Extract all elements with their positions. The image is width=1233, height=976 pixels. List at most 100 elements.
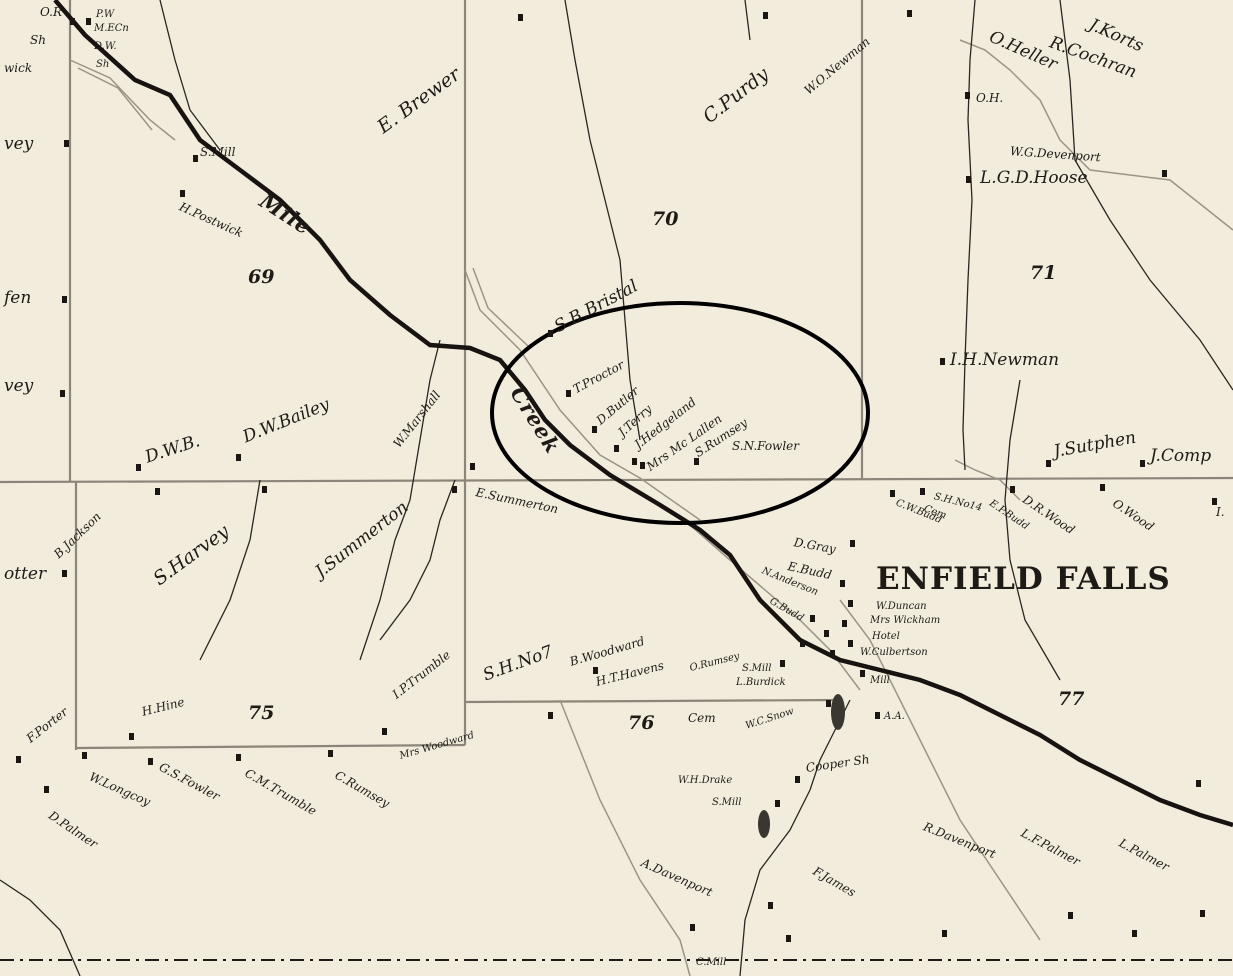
label-cem-bottom: Cem bbox=[688, 711, 716, 725]
building-dot bbox=[920, 488, 925, 495]
highlight-circle bbox=[490, 301, 870, 525]
lot-number-75: 75 bbox=[248, 702, 275, 724]
building-dot bbox=[1068, 912, 1073, 919]
building-dot bbox=[136, 464, 141, 471]
building-dot bbox=[180, 190, 185, 197]
lot-number-71: 71 bbox=[1030, 262, 1057, 284]
building-dot bbox=[44, 786, 49, 793]
building-dot bbox=[810, 615, 815, 622]
building-dot bbox=[848, 600, 853, 607]
building-dot bbox=[1162, 170, 1167, 177]
label-w-h-drake: W.H.Drake bbox=[678, 775, 733, 786]
building-dot bbox=[593, 667, 598, 674]
building-dot bbox=[82, 752, 87, 759]
building-dot bbox=[148, 758, 153, 765]
building-dot bbox=[875, 712, 880, 719]
label-sh2: Sh bbox=[96, 59, 110, 70]
building-dot bbox=[129, 733, 134, 740]
label-dw-top: D.W. bbox=[94, 41, 117, 52]
label-c-mill: C.Mill bbox=[696, 957, 727, 968]
building-dot bbox=[566, 390, 571, 397]
building-dot bbox=[848, 640, 853, 647]
building-dot bbox=[452, 486, 457, 493]
mill-pond bbox=[831, 694, 845, 730]
building-dot bbox=[548, 712, 553, 719]
building-dot bbox=[60, 390, 65, 397]
building-dot bbox=[768, 902, 773, 909]
label-sh: Sh bbox=[30, 33, 46, 47]
building-dot bbox=[1212, 498, 1217, 505]
building-dot bbox=[193, 155, 198, 162]
building-dot bbox=[640, 462, 645, 469]
building-dot bbox=[800, 640, 805, 647]
building-dot bbox=[690, 924, 695, 931]
label-mrs-wickham: Mrs Wickham bbox=[870, 615, 941, 626]
building-dot bbox=[470, 463, 475, 470]
building-dot bbox=[262, 486, 267, 493]
label-w-culbertson: W.Culbertson bbox=[860, 647, 928, 658]
label-s-mill-top: S.Mill bbox=[200, 145, 236, 159]
building-dot bbox=[842, 620, 847, 627]
building-dot bbox=[830, 650, 835, 657]
building-dot bbox=[16, 756, 21, 763]
label-or: O.R bbox=[40, 5, 62, 19]
building-dot bbox=[942, 930, 947, 937]
label-otter: otter bbox=[4, 564, 47, 584]
building-dot bbox=[1140, 460, 1145, 467]
building-dot bbox=[824, 630, 829, 637]
label-lgd-hoose: L.G.D.Hoose bbox=[980, 168, 1088, 188]
label-mill: Mill bbox=[870, 675, 890, 686]
label-s-mill-low: S.Mill bbox=[712, 797, 742, 808]
lot-number-77: 77 bbox=[1058, 688, 1085, 710]
building-dot bbox=[694, 458, 699, 465]
building-dot bbox=[860, 670, 865, 677]
building-dot bbox=[86, 18, 91, 25]
building-dot bbox=[840, 580, 845, 587]
label-s-mill-mid: S.Mill bbox=[742, 663, 772, 674]
building-dot bbox=[592, 426, 597, 433]
building-dot bbox=[786, 935, 791, 942]
label-a-a: A.A. bbox=[884, 711, 905, 722]
label-w-duncan: W.Duncan bbox=[876, 601, 927, 612]
label-s-n-fowler: S.N.Fowler bbox=[732, 439, 799, 453]
lot-number-70: 70 bbox=[652, 208, 679, 230]
label-mecn: M.ECn bbox=[94, 23, 129, 34]
building-dot bbox=[1046, 460, 1051, 467]
label-oh: O.H. bbox=[976, 91, 1004, 105]
building-dot bbox=[1132, 930, 1137, 937]
building-dot bbox=[632, 458, 637, 465]
building-dot bbox=[236, 754, 241, 761]
building-dot bbox=[795, 776, 800, 783]
building-dot bbox=[62, 570, 67, 577]
building-dot bbox=[890, 490, 895, 497]
building-dot bbox=[1100, 484, 1105, 491]
building-dot bbox=[940, 358, 945, 365]
label-j-comp: J.Comp bbox=[1150, 446, 1212, 466]
lower-pond bbox=[758, 810, 770, 838]
town-name: ENFIELD FALLS bbox=[876, 561, 1171, 597]
building-dot bbox=[64, 140, 69, 147]
label-hotel: Hotel bbox=[872, 631, 900, 642]
label-wick: wick bbox=[4, 61, 33, 75]
building-dot bbox=[62, 296, 67, 303]
label-vey2: vey bbox=[4, 376, 34, 396]
label-pw: P.W bbox=[96, 9, 115, 20]
building-dot bbox=[382, 728, 387, 735]
building-dot bbox=[775, 800, 780, 807]
building-dot bbox=[1196, 780, 1201, 787]
building-dot bbox=[1010, 486, 1015, 493]
building-dot bbox=[518, 14, 523, 21]
lot-number-69: 69 bbox=[248, 266, 275, 288]
building-dot bbox=[328, 750, 333, 757]
building-dot bbox=[763, 12, 768, 19]
building-dot bbox=[780, 660, 785, 667]
label-i-edge: I. bbox=[1216, 505, 1225, 519]
lot-number-76: 76 bbox=[628, 712, 655, 734]
building-dot bbox=[1200, 910, 1205, 917]
building-dot bbox=[614, 445, 619, 452]
six-mile-creek bbox=[53, 0, 1233, 828]
label-fen: fen bbox=[4, 288, 32, 308]
